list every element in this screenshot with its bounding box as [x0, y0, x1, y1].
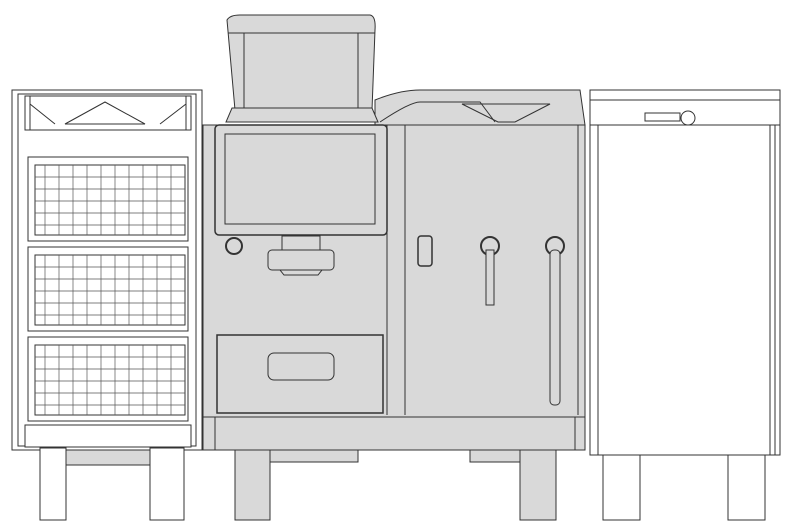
machine-leg — [234, 449, 271, 521]
touch-screen[interactable] — [224, 133, 376, 225]
steam-wand-1[interactable] — [480, 236, 500, 306]
coffee-spout — [267, 235, 335, 276]
left-cabinet-leg — [39, 447, 67, 521]
power-button[interactable] — [225, 237, 243, 255]
cup-basket-3[interactable] — [27, 336, 189, 422]
left-cup-cabinet — [11, 89, 203, 521]
bean-hopper[interactable] — [225, 14, 379, 123]
left-cabinet-leg — [149, 447, 185, 521]
right-unit-door[interactable] — [597, 124, 771, 456]
right-side-unit — [589, 89, 781, 521]
coffee-machine — [202, 14, 586, 521]
steam-wand-2[interactable] — [545, 236, 565, 406]
cup-basket-1[interactable] — [27, 156, 189, 242]
right-unit-leg — [727, 454, 766, 521]
hot-water-tap[interactable] — [417, 235, 433, 267]
drawer-handle[interactable] — [267, 352, 335, 381]
right-unit-leg — [602, 454, 641, 521]
machine-leg — [519, 449, 557, 521]
cup-basket-2[interactable] — [27, 246, 189, 332]
